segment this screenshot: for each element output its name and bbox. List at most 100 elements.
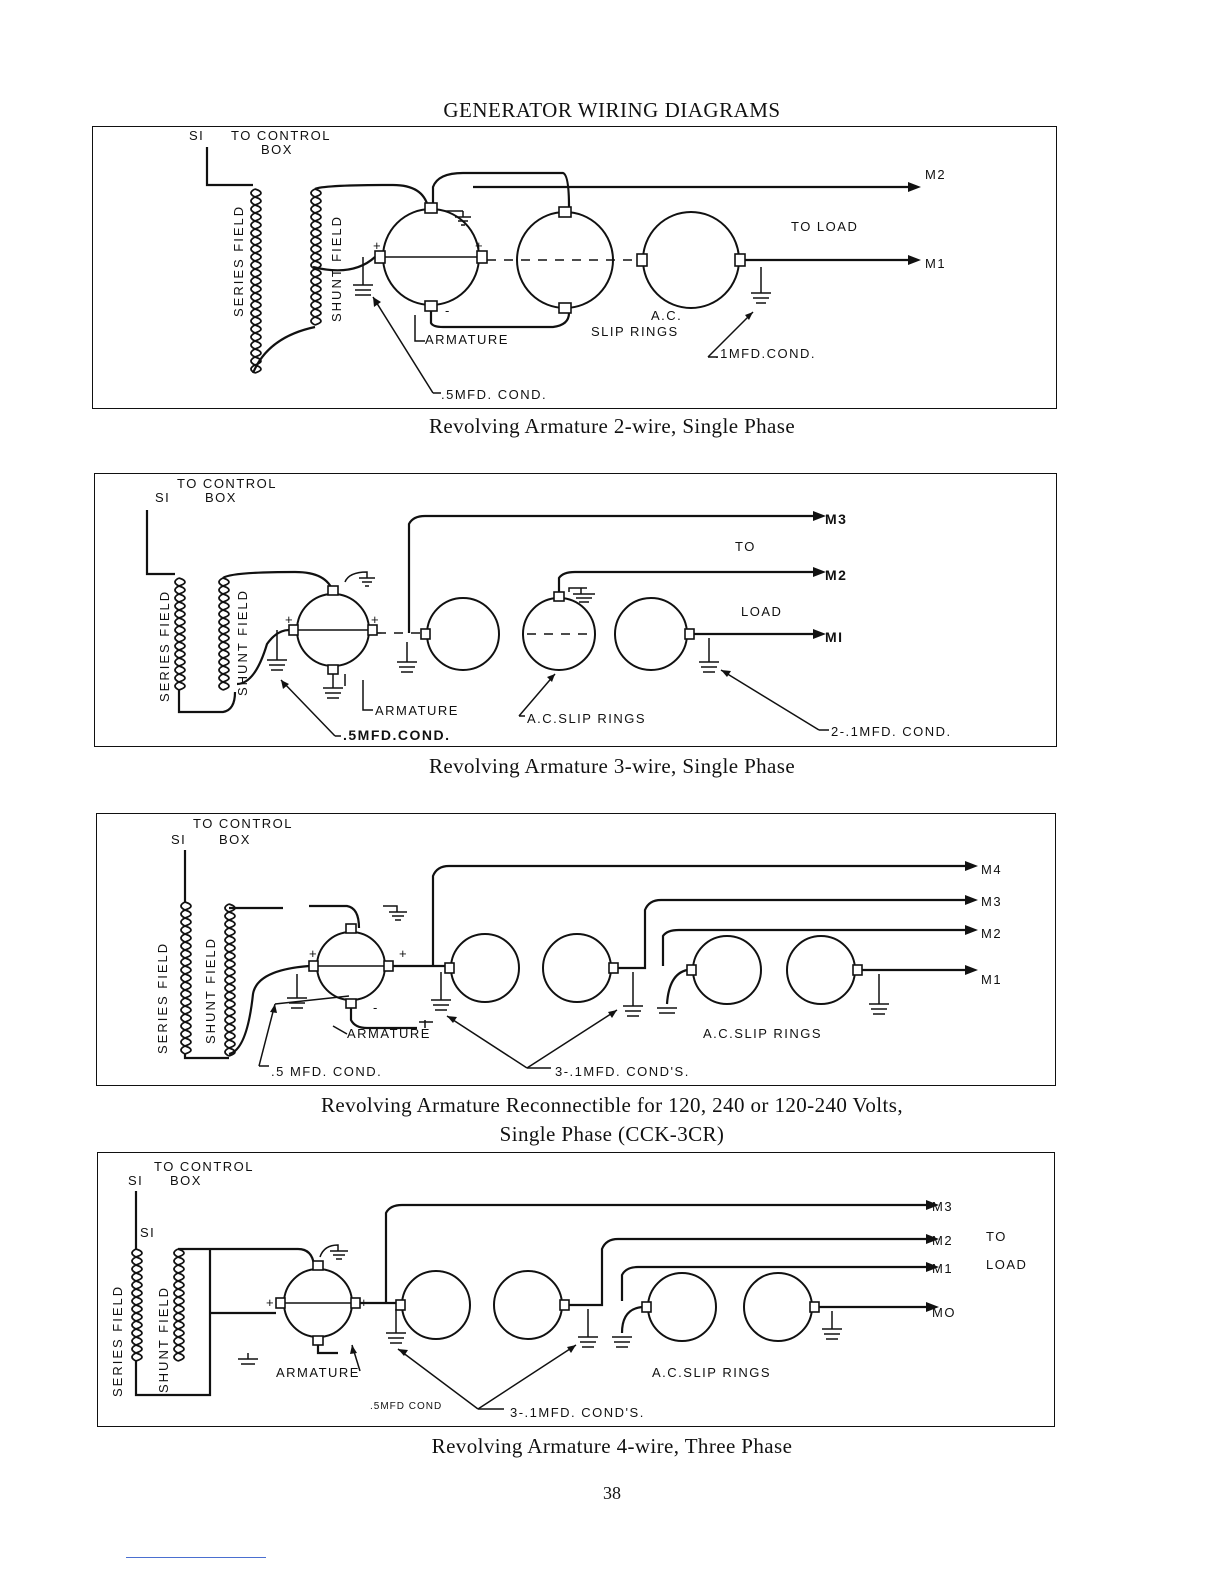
label-s1: SI	[171, 832, 186, 847]
series-field-coil	[250, 188, 262, 374]
label-load: LOAD	[986, 1257, 1027, 1272]
slip-ring-3	[641, 1272, 717, 1342]
diagram-panel-3wire: TO CONTROL SI BOX SERIES FIELD SHUNT FIE…	[94, 473, 1057, 747]
slip-ring-2	[493, 1270, 570, 1340]
label-cond-5mfd: .5 MFD. COND.	[271, 1064, 382, 1079]
wiring-diagram-3wire: TO CONTROL SI BOX SERIES FIELD SHUNT FIE…	[145, 476, 952, 743]
slip-ring-4	[786, 935, 863, 1005]
label-s1-b: SI	[140, 1225, 155, 1240]
arrow-m1	[813, 629, 826, 639]
label-to-control: TO CONTROL	[193, 816, 293, 831]
label-cond-5mfd: .5MFD. COND.	[441, 387, 547, 402]
label-m2: M2	[925, 167, 946, 182]
slip-ring-1	[444, 933, 520, 1003]
series-field-coil	[131, 1248, 143, 1362]
wiring-diagram-2wire: SI TO CONTROL BOX SERIES FIELD SHUNT FIE…	[189, 128, 946, 402]
label-s1: SI	[155, 490, 170, 505]
arrow-m4	[965, 861, 978, 871]
armature	[288, 585, 378, 675]
slip-ring-3	[614, 597, 695, 671]
label-slip-rings: A.C.SLIP RINGS	[703, 1026, 822, 1041]
svg-text:+: +	[371, 612, 380, 627]
label-s1: SI	[189, 128, 204, 143]
page-title: GENERATOR WIRING DIAGRAMS	[443, 98, 781, 122]
label-cond-1mfd: 3-.1MFD. COND'S.	[510, 1405, 645, 1420]
caption-line-1: Revolving Armature Reconnectible for 120…	[320, 1093, 903, 1117]
shunt-field-coil	[218, 577, 230, 691]
label-m2: M2	[825, 567, 847, 583]
arrow-m2	[813, 567, 826, 577]
svg-text:+: +	[309, 946, 318, 961]
slip-ring-4	[743, 1272, 820, 1342]
svg-text:+: +	[475, 238, 484, 253]
label-to-load: TO LOAD	[791, 219, 858, 234]
diagram-panel-2wire: SI TO CONTROL BOX SERIES FIELD SHUNT FIE…	[92, 126, 1057, 409]
caption-reconnectible: Revolving Armature Reconnectible for 120…	[0, 1091, 1224, 1149]
svg-text:+: +	[285, 612, 294, 627]
label-cond-1mfd: 2-.1MFD. COND.	[831, 724, 952, 739]
label-slip-rings: A.C.SLIP RINGS	[652, 1365, 771, 1380]
slip-ring-2	[636, 211, 746, 309]
caption-3wire: Revolving Armature 3-wire, Single Phase	[428, 754, 796, 778]
label-cond-5mfd: .5MFD COND	[370, 1401, 442, 1412]
label-shunt-field: SHUNT FIELD	[235, 589, 250, 696]
label-shunt-field: SHUNT FIELD	[156, 1286, 171, 1393]
label-armature: ARMATURE	[375, 703, 459, 718]
label-series-field: SERIES FIELD	[110, 1285, 125, 1397]
label-shunt-field: SHUNT FIELD	[329, 215, 344, 322]
arrow-m2	[965, 925, 978, 935]
label-m3: M3	[825, 511, 847, 527]
caption-2wire: Revolving Armature 2-wire, Single Phase	[428, 414, 796, 438]
label-m2: M2	[932, 1233, 953, 1248]
armature	[374, 202, 488, 312]
slip-ring-1	[395, 1270, 471, 1340]
label-series-field: SERIES FIELD	[231, 205, 246, 317]
label-cond-1mfd: 3-.1MFD. COND'S.	[555, 1064, 690, 1079]
label-shunt-field: SHUNT FIELD	[203, 937, 218, 1044]
label-box: BOX	[170, 1173, 202, 1188]
svg-text:+: +	[266, 1295, 275, 1310]
footer-rule	[126, 1557, 266, 1558]
slip-ring-2	[522, 591, 596, 671]
arrow-m2	[908, 182, 921, 192]
label-to-control: TO CONTROL	[154, 1159, 254, 1174]
slip-ring-1	[516, 206, 614, 314]
label-cond-1mfd: .1MFD.COND.	[715, 346, 816, 361]
label-m4: M4	[981, 862, 1002, 877]
label-s1: SI	[128, 1173, 143, 1188]
arrow-m0	[926, 1302, 939, 1312]
arrow-m3	[965, 895, 978, 905]
label-m0: MO	[932, 1305, 956, 1320]
label-ac: A.C.	[651, 308, 682, 323]
arrow-m2	[926, 1234, 939, 1244]
label-box: BOX	[205, 490, 237, 505]
arrow-m3	[926, 1200, 939, 1210]
label-m3: M3	[981, 894, 1002, 909]
slip-ring-3	[686, 935, 762, 1005]
wiring-diagram-reconnectible: TO CONTROL SI BOX SERIES FIELD SHUNT FIE…	[155, 816, 1002, 1079]
label-slip-rings: A.C.SLIP RINGS	[527, 711, 646, 726]
shunt-field-coil	[224, 903, 236, 1057]
label-cond-5mfd: .5MFD.COND.	[343, 727, 451, 743]
label-armature: ARMATURE	[347, 1026, 431, 1041]
label-to-control: TO CONTROL	[231, 128, 331, 143]
caption-line-2: Single Phase (CCK-3CR)	[499, 1122, 725, 1146]
svg-text:-: -	[373, 1000, 379, 1015]
slip-ring-1	[420, 597, 500, 671]
label-series-field: SERIES FIELD	[157, 590, 172, 702]
svg-text:+: +	[399, 946, 408, 961]
label-load: LOAD	[741, 604, 782, 619]
label-armature: ARMATURE	[425, 332, 509, 347]
label-series-field: SERIES FIELD	[155, 942, 170, 1054]
svg-text:+: +	[373, 238, 382, 253]
page-number: 38	[603, 1483, 621, 1503]
arrow-m1	[926, 1262, 939, 1272]
arrow-m1	[965, 965, 978, 975]
caption-4wire: Revolving Armature 4-wire, Three Phase	[431, 1434, 793, 1458]
label-armature: ARMATURE	[276, 1365, 360, 1380]
diagram-panel-4wire: TO CONTROL SI BOX SI SERIES FIELD SHUNT …	[97, 1152, 1055, 1427]
wiring-diagram-4wire: TO CONTROL SI BOX SI SERIES FIELD SHUNT …	[110, 1159, 1027, 1420]
label-m3: M3	[932, 1199, 953, 1214]
label-m1: MI	[825, 629, 844, 645]
armature	[275, 1260, 361, 1346]
